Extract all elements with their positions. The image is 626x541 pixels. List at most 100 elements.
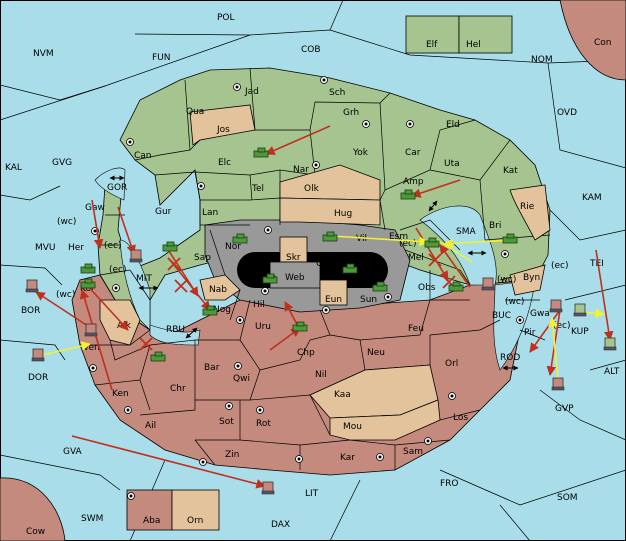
label-coast-ec-1: (ec)	[104, 241, 122, 251]
territory-mou[interactable]	[329, 399, 441, 441]
label-uru: Uru	[255, 322, 271, 332]
supply-center-icon	[406, 120, 414, 128]
territory-rie[interactable]	[509, 184, 551, 241]
label-nar: Nar	[293, 165, 309, 175]
label-vil: Vil	[356, 234, 367, 244]
label-esm: Esm	[389, 232, 408, 242]
tank-icon	[448, 281, 464, 292]
label-can: Can	[134, 151, 152, 161]
territory-hel[interactable]	[458, 15, 513, 54]
supply-center-icon	[126, 138, 134, 146]
label-gor: GOR	[107, 183, 127, 193]
fleet-icon	[25, 279, 39, 293]
territory-jos[interactable]	[189, 104, 256, 146]
fleet-icon	[551, 377, 565, 391]
tank-icon	[150, 351, 166, 362]
territory-hug[interactable]	[279, 197, 381, 226]
label-zin: Zin	[225, 450, 239, 460]
label-sch: Sch	[329, 88, 345, 98]
territory-skr[interactable]	[279, 236, 308, 263]
fleet-icon	[31, 348, 45, 362]
supply-center-icon	[295, 455, 303, 463]
territory-nab[interactable]	[199, 274, 241, 301]
territory-byn-coast[interactable]	[509, 264, 546, 296]
label-gvg: GVG	[52, 158, 72, 168]
channel-rbu[interactable]	[149, 324, 201, 346]
territory-web[interactable]	[269, 261, 321, 289]
label-rod: ROD	[500, 353, 520, 363]
label-nvm: NVM	[33, 49, 54, 59]
label-nog: Nog	[213, 305, 231, 315]
label-gva: GVA	[63, 447, 83, 457]
label-mvu: MVU	[35, 243, 56, 253]
label-nom: NOM	[531, 55, 553, 65]
label-rie: Rie	[520, 202, 535, 212]
label-jad: Jad	[244, 87, 259, 97]
tank-icon	[253, 147, 269, 158]
label-bri: Bri	[489, 221, 501, 231]
label-feu: Feu	[408, 324, 424, 334]
move-orders	[35, 125, 614, 489]
tank-icon	[502, 233, 518, 244]
province-labels: POL COB FUN NVM NOM OVD KAL GVG KAM MVU …	[5, 13, 620, 537]
label-sun: Sun	[360, 295, 377, 305]
supply-center-icon	[233, 83, 241, 91]
supply-center-icon	[124, 406, 132, 414]
label-gur: Gur	[155, 207, 172, 217]
label-kup: KUP	[571, 327, 589, 337]
label-eun: Eun	[325, 295, 342, 305]
supply-center-icon	[312, 161, 320, 169]
label-car: Car	[405, 148, 421, 158]
label-coast-ec-2: (ec)	[109, 265, 127, 275]
supply-center-icon	[236, 316, 244, 324]
label-cow: Cow	[26, 527, 45, 537]
label-bar: Bar	[204, 363, 220, 373]
supply-center-icon	[89, 364, 97, 372]
label-mel: Mel	[408, 253, 424, 263]
supply-center-icon	[322, 306, 330, 314]
supply-center-icon	[362, 120, 370, 128]
label-neu: Neu	[367, 348, 385, 358]
supply-center-icon	[197, 182, 205, 190]
tank-icon	[322, 231, 338, 242]
label-tei: TEI	[589, 259, 604, 269]
label-mou: Mou	[343, 422, 362, 432]
territory-elf[interactable]	[405, 15, 460, 54]
label-dor: DOR	[28, 373, 48, 383]
label-lit: LIT	[305, 489, 319, 499]
tank-icon	[292, 321, 308, 332]
label-eld: Eld	[446, 120, 460, 130]
label-mit: MIT	[136, 274, 152, 284]
label-fun: FUN	[152, 53, 171, 63]
label-swm: SWM	[81, 514, 103, 524]
canal-arrows	[109, 175, 519, 371]
label-elf: Elf	[426, 40, 438, 50]
label-nab: Nab	[209, 285, 227, 295]
label-dax: DAX	[271, 520, 290, 530]
tank-icon	[232, 233, 248, 244]
label-sma: SMA	[456, 227, 476, 237]
channel-rod[interactable]	[493, 279, 536, 371]
label-grh: Grh	[343, 108, 359, 118]
label-chp: Chp	[297, 348, 315, 358]
label-gvp: GVP	[555, 404, 574, 414]
tank-icon	[162, 241, 178, 252]
label-ost: Ost	[316, 259, 332, 269]
label-sap: Sap	[194, 253, 211, 263]
territory-orn[interactable]	[171, 489, 220, 531]
army-units	[80, 147, 518, 362]
label-orn: Orn	[187, 516, 203, 526]
label-byn: Byn	[523, 273, 540, 283]
label-buc: BUC	[492, 311, 511, 321]
territory-eun[interactable]	[319, 279, 348, 306]
label-coast-ec-5: (ec)	[399, 239, 417, 249]
fleet-icon	[481, 277, 495, 291]
label-jos: Jos	[216, 125, 230, 135]
label-alt: ALT	[604, 367, 620, 377]
fleet-icon	[261, 481, 275, 495]
supply-center-icon	[127, 492, 135, 500]
territory-olk[interactable]	[279, 164, 381, 201]
label-som: SOM	[557, 493, 578, 503]
